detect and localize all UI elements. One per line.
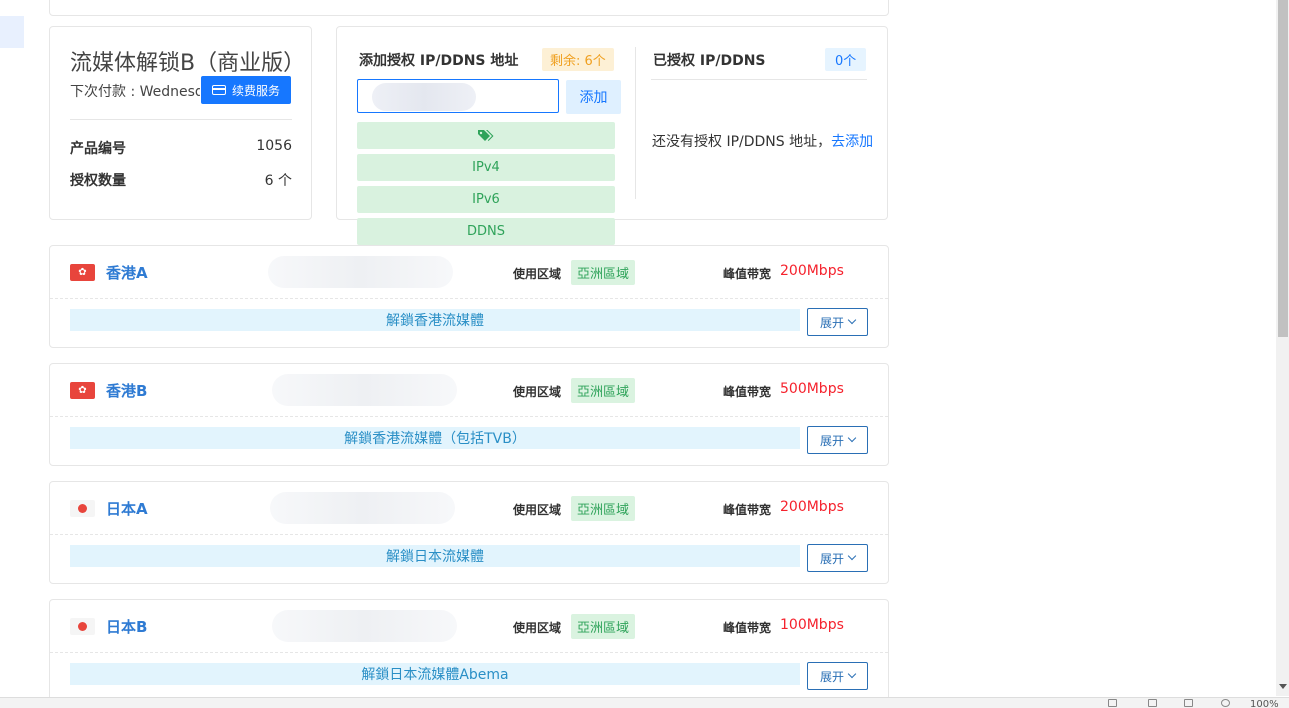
node-card: 日本B 使用区域 亞洲區域 峰值带宽 100Mbps 解鎖日本流媒體Abema … bbox=[49, 599, 889, 702]
remaining-badge: 剩余: 6个 bbox=[542, 48, 614, 71]
info-icon[interactable] bbox=[1221, 699, 1230, 707]
node-card: 日本A 使用区域 亞洲區域 峰值带宽 200Mbps 解鎖日本流媒體 展开 bbox=[49, 481, 889, 584]
type-dropdown: IPv4 IPv6 DDNS bbox=[357, 122, 615, 250]
chevron-down-icon bbox=[847, 551, 857, 561]
region-label: 使用区域 bbox=[513, 267, 562, 281]
expand-label: 展开 bbox=[819, 315, 844, 330]
redacted-info bbox=[270, 492, 455, 524]
vertical-divider bbox=[635, 47, 636, 199]
auth-quota-value: 6 个 bbox=[264, 173, 292, 189]
authorized-count-badge: 0个 bbox=[825, 48, 867, 71]
volume-icon[interactable] bbox=[1184, 699, 1193, 707]
zoom-level[interactable]: 100% bbox=[1250, 699, 1279, 708]
expand-label: 展开 bbox=[819, 551, 844, 566]
bandwidth-value: 200Mbps bbox=[780, 263, 844, 279]
status-bar: 100% bbox=[0, 697, 1289, 708]
ddns-option[interactable]: DDNS bbox=[357, 218, 615, 245]
tags-option[interactable] bbox=[357, 122, 615, 149]
add-button[interactable]: 添加 bbox=[566, 80, 621, 114]
bandwidth-label: 峰值带宽 bbox=[723, 621, 772, 635]
credit-card-icon bbox=[211, 85, 226, 95]
region-badge: 亞洲區域 bbox=[571, 614, 636, 639]
divider bbox=[50, 416, 888, 417]
authorize-card: 添加授权 IP/DDNS 地址 剩余: 6个 添加 IPv4 IPv6 DDNS… bbox=[336, 26, 888, 245]
bandwidth-label: 峰值带宽 bbox=[723, 267, 772, 281]
unlock-description: 解鎖日本流媒體 bbox=[70, 545, 800, 567]
unlock-description: 解鎖香港流媒體 bbox=[70, 309, 800, 331]
node-name[interactable]: 日本B bbox=[106, 618, 148, 636]
ipv6-option[interactable]: IPv6 bbox=[357, 186, 615, 213]
product-card: 流媒体解锁B（商业版） 下次付款 : Wednesday 续费服务 产品编号 1… bbox=[49, 26, 312, 220]
divider bbox=[50, 534, 888, 535]
go-add-link[interactable]: 去添加 bbox=[831, 134, 874, 150]
product-id-value: 1056 bbox=[256, 138, 292, 154]
ipv4-option[interactable]: IPv4 bbox=[357, 154, 615, 181]
empty-message: 还没有授权 IP/DDNS 地址，去添加 bbox=[652, 131, 873, 151]
node-name[interactable]: 香港A bbox=[106, 264, 148, 282]
node-card: ✿ 香港A 使用区域 亞洲區域 峰值带宽 200Mbps 解鎖香港流媒體 展开 bbox=[49, 245, 889, 348]
divider bbox=[70, 119, 292, 120]
renew-label: 续费服务 bbox=[231, 83, 280, 98]
hk-flag-icon: ✿ bbox=[70, 264, 95, 281]
chevron-down-icon bbox=[847, 669, 857, 679]
empty-text: 还没有授权 IP/DDNS 地址， bbox=[652, 134, 832, 150]
redacted-value bbox=[372, 83, 476, 111]
chevron-down-icon bbox=[847, 315, 857, 325]
jp-flag-icon bbox=[70, 500, 95, 517]
region-label: 使用区域 bbox=[513, 503, 562, 517]
region-label: 使用区域 bbox=[513, 621, 562, 635]
unlock-description: 解鎖香港流媒體（包括TVB） bbox=[70, 427, 800, 449]
hk-flag-icon: ✿ bbox=[70, 382, 95, 399]
product-id-label: 产品编号 bbox=[70, 141, 126, 157]
left-sidebar-tab[interactable] bbox=[0, 16, 24, 48]
ip-ddns-input[interactable] bbox=[357, 79, 559, 113]
authorized-title: 已授权 IP/DDNS bbox=[653, 53, 766, 69]
renew-service-button[interactable]: 续费服务 bbox=[201, 76, 291, 104]
expand-button[interactable]: 展开 bbox=[807, 426, 868, 454]
tags-icon bbox=[478, 129, 494, 141]
chevron-down-icon bbox=[847, 433, 857, 443]
scrollbar-thumb[interactable] bbox=[1278, 0, 1288, 337]
add-auth-title: 添加授权 IP/DDNS 地址 bbox=[359, 53, 519, 69]
next-payment: 下次付款 : Wednesday bbox=[70, 84, 200, 100]
menu-icon[interactable] bbox=[1148, 699, 1157, 707]
node-name[interactable]: 日本A bbox=[106, 500, 148, 518]
expand-button[interactable]: 展开 bbox=[807, 308, 868, 336]
divider bbox=[50, 652, 888, 653]
top-card-edge bbox=[49, 0, 889, 16]
divider bbox=[50, 298, 888, 299]
bandwidth-label: 峰值带宽 bbox=[723, 503, 772, 517]
expand-button[interactable]: 展开 bbox=[807, 662, 868, 690]
redacted-info bbox=[272, 610, 457, 642]
region-label: 使用区域 bbox=[513, 385, 562, 399]
bandwidth-value: 500Mbps bbox=[780, 381, 844, 397]
auth-quota-label: 授权数量 bbox=[70, 173, 126, 189]
region-badge: 亞洲區域 bbox=[571, 378, 636, 403]
product-id-row: 产品编号 1056 bbox=[70, 138, 292, 158]
region-badge: 亞洲區域 bbox=[571, 260, 636, 285]
divider bbox=[651, 79, 867, 80]
speaker-icon[interactable] bbox=[1108, 699, 1117, 707]
expand-label: 展开 bbox=[819, 433, 844, 448]
jp-flag-icon bbox=[70, 618, 95, 635]
unlock-description: 解鎖日本流媒體Abema bbox=[70, 663, 800, 685]
scroll-down-arrow-icon[interactable] bbox=[1279, 684, 1287, 689]
region-badge: 亞洲區域 bbox=[571, 496, 636, 521]
bandwidth-value: 200Mbps bbox=[780, 499, 844, 515]
auth-quota-row: 授权数量 6 个 bbox=[70, 170, 292, 190]
expand-button[interactable]: 展开 bbox=[807, 544, 868, 572]
node-card: ✿ 香港B 使用区域 亞洲區域 峰值带宽 500Mbps 解鎖香港流媒體（包括T… bbox=[49, 363, 889, 466]
expand-label: 展开 bbox=[819, 669, 844, 684]
redacted-info bbox=[272, 374, 457, 406]
redacted-info bbox=[268, 256, 453, 288]
bandwidth-value: 100Mbps bbox=[780, 617, 844, 633]
node-name[interactable]: 香港B bbox=[106, 382, 148, 400]
product-title: 流媒体解锁B（商业版） bbox=[70, 51, 306, 76]
bandwidth-label: 峰值带宽 bbox=[723, 385, 772, 399]
